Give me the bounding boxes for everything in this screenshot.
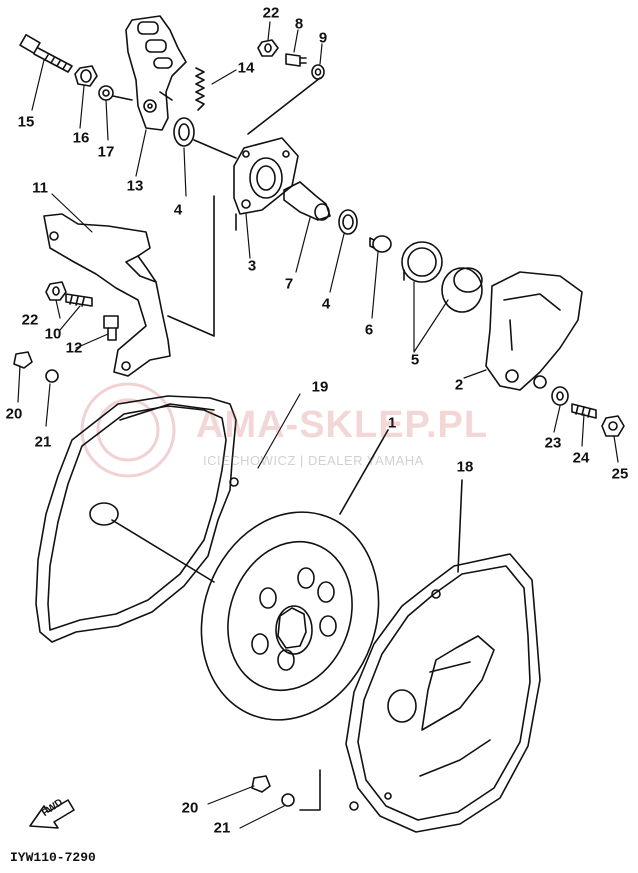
fwd-arrow-icon (29, 799, 75, 829)
washer-21-left (45, 369, 59, 383)
brake-disc-1 (200, 511, 380, 721)
bracket-11 (43, 213, 171, 377)
caliper-2 (485, 271, 583, 391)
callout-5: 5 (410, 351, 420, 369)
guide-line-bottom (299, 769, 321, 811)
callout-22-left: 22 (21, 311, 39, 329)
nut-22-left (45, 281, 67, 301)
callout-23: 23 (544, 434, 562, 452)
leader-18 (457, 479, 463, 573)
callout-10: 10 (44, 325, 62, 343)
callout-4-second: 4 (321, 295, 331, 313)
boot-5 (441, 267, 483, 313)
callout-25: 25 (611, 465, 629, 483)
guide-line-left (167, 195, 215, 337)
seal-4-second (338, 209, 358, 235)
callout-8: 8 (294, 15, 304, 33)
stud-8 (285, 53, 307, 67)
callout-15: 15 (17, 113, 35, 131)
diagram-code: IYW110-7290 (10, 850, 96, 865)
bolt-12 (103, 315, 119, 341)
callout-21-bottom: 21 (213, 819, 231, 837)
bolt-20-left (13, 351, 33, 369)
nut-25 (601, 415, 625, 437)
callout-12: 12 (65, 339, 83, 357)
washer-17 (98, 85, 133, 101)
leader-1 (339, 429, 389, 515)
callout-4-top: 4 (173, 201, 183, 219)
seal-4-top (173, 117, 237, 159)
leader-9 (247, 77, 321, 135)
housing-3 (233, 137, 299, 231)
watermark-text: AMA-SKLEP.PL (196, 404, 489, 446)
callout-6: 6 (364, 321, 374, 339)
backing-plate-19 (35, 395, 239, 643)
stud-10 (65, 293, 93, 307)
lever-13 (125, 15, 187, 131)
callout-leaders (17, 21, 619, 829)
nut-16 (74, 65, 98, 87)
callout-21-left: 21 (34, 433, 52, 451)
callout-17: 17 (97, 143, 115, 161)
washer-23 (551, 386, 569, 406)
bolt-15 (19, 34, 73, 73)
piston-5 (401, 241, 443, 283)
stud-24 (571, 403, 597, 419)
callout-11: 11 (32, 179, 48, 197)
callout-16: 16 (72, 129, 90, 147)
callout-9: 9 (318, 29, 328, 47)
cam-7 (283, 181, 331, 221)
cover-plate-18 (345, 553, 541, 833)
callout-13: 13 (126, 177, 144, 195)
callout-7: 7 (284, 275, 294, 293)
spring-14 (195, 67, 205, 111)
callout-18: 18 (456, 458, 474, 476)
watermark-logo (80, 382, 176, 478)
callout-14: 14 (237, 59, 255, 77)
callout-24: 24 (572, 449, 590, 467)
callout-3: 3 (247, 257, 257, 275)
callout-20-left: 20 (5, 405, 23, 423)
pin-6 (369, 235, 392, 253)
callout-19: 19 (311, 378, 329, 396)
leader-19 (111, 519, 215, 583)
watermark-subtext: ICIECHOWICZ | DEALER YAMAHA (203, 453, 424, 468)
bolt-20-bottom (251, 775, 271, 793)
callout-2: 2 (454, 376, 464, 394)
nut-22-top (257, 39, 279, 57)
callout-22-top: 22 (262, 4, 280, 22)
callout-20-bottom: 20 (181, 799, 199, 817)
washer-9 (311, 64, 325, 80)
callout-1: 1 (387, 414, 397, 432)
washer-21-bottom (281, 793, 295, 807)
